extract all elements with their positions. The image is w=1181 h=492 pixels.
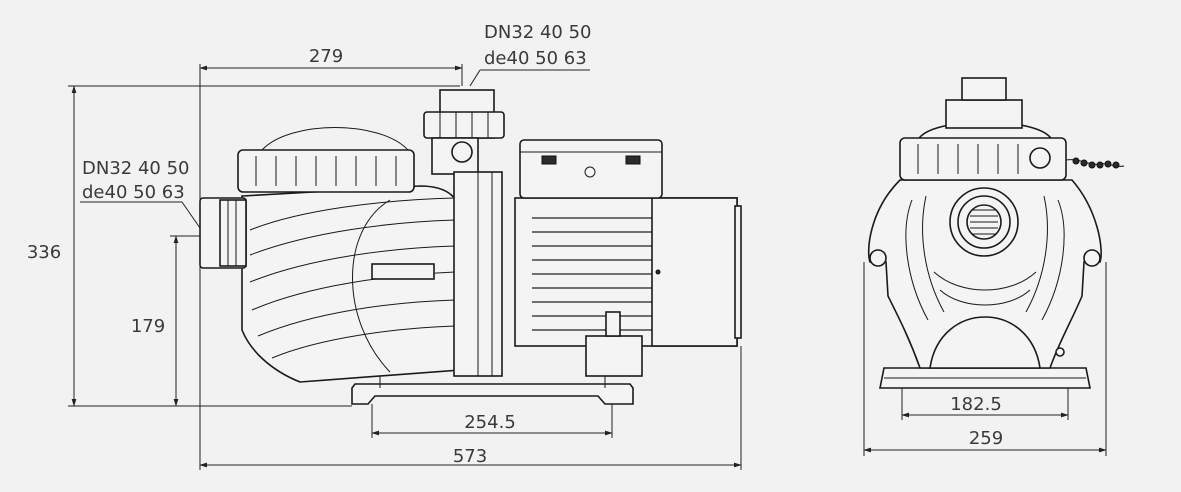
inlet-thread: [970, 209, 998, 235]
dim-label-573: 573: [453, 446, 487, 467]
outlet-de-label: de40 50 63: [484, 48, 587, 69]
side-view: [199, 89, 742, 405]
lid-ring-ridges: [255, 156, 397, 186]
dim-label-179: 179: [131, 316, 165, 337]
outlet-dn-label: DN32 40 50: [484, 22, 591, 43]
dim-label-259: 259: [969, 428, 1003, 449]
dim-label-336: 336: [27, 242, 61, 263]
dim-label-182-5: 182.5: [950, 394, 1002, 415]
dim-label-279: 279: [309, 46, 343, 67]
motor-cooling-fins: [532, 217, 652, 331]
dim-label-254-5: 254.5: [464, 412, 516, 433]
inlet-de-label: de40 50 63: [82, 182, 185, 203]
end-lid-ring-ridges: [917, 144, 1019, 174]
power-cable: [1065, 157, 1125, 169]
inlet-dn-label: DN32 40 50: [82, 158, 189, 179]
dimension-lines: [68, 64, 1107, 470]
end-view: [867, 77, 1125, 389]
